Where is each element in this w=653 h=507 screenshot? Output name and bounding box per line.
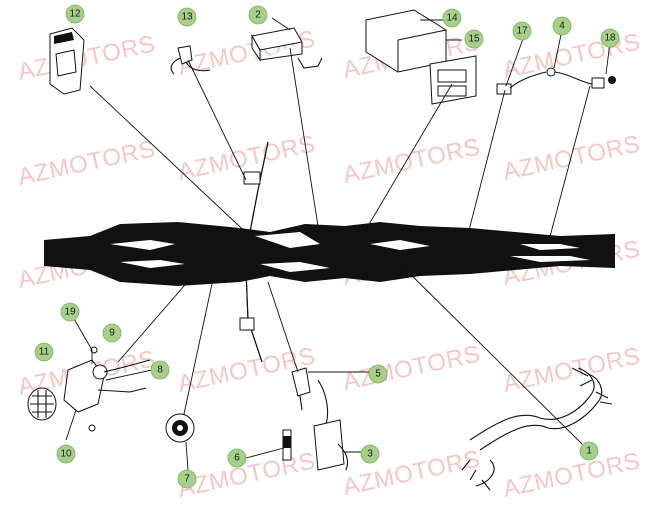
watermark: AZMOTORS [341,133,483,188]
callout-label: 5 [375,369,381,380]
callout-label: 1 [586,446,592,457]
watermark: AZMOTORS [341,340,483,395]
callout-1: 1 [579,441,599,461]
callout-label: 13 [181,12,193,23]
cdi-box [365,9,477,105]
callout-label: 15 [468,34,480,45]
callout-label: 19 [64,307,76,318]
callout-15: 15 [464,29,484,49]
callout-label: 17 [516,26,528,37]
callout-label: 11 [39,347,50,358]
callout-14: 14 [442,8,462,28]
callout-5: 5 [368,364,388,384]
callout-6: 6 [227,448,247,468]
leader-lines [65,17,611,471]
ignition-parts [282,367,349,471]
callout-label: 18 [604,33,616,44]
callout-label: 10 [60,449,72,460]
watermark: AZMOTORS [501,130,643,185]
callout-17: 17 [512,21,532,41]
callouts: 1 2 3 4 5 6 7 8 9 10 11 12 13 14 15 17 1… [34,4,620,489]
callout-18: 18 [600,28,620,48]
wiring-harness [461,367,613,491]
callout-2: 2 [248,5,268,25]
callout-label: 3 [367,449,373,460]
callout-label: 7 [184,474,190,485]
callout-7: 7 [177,469,197,489]
callout-19: 19 [60,302,80,322]
relay-unit [251,27,323,69]
small-switch [170,45,211,75]
callout-3: 3 [360,444,380,464]
callout-label: 2 [255,10,261,21]
watermark: AZMOTORS [501,447,643,502]
watermark: AZMOTORS [501,342,643,397]
callout-13: 13 [177,7,197,27]
callout-10: 10 [56,444,76,464]
sensor-lead [496,67,616,95]
callout-label: 8 [157,365,163,376]
left-switch-housing [49,27,85,95]
callout-label: 6 [234,453,240,464]
callout-label: 9 [109,328,115,339]
callout-label: 14 [446,13,458,24]
callout-8: 8 [150,360,170,380]
callout-9: 9 [102,323,122,343]
headlight-assembly [27,346,151,432]
callout-4: 4 [552,16,572,36]
watermark: AZMOTORS [16,135,158,190]
motorcycle-silhouette [44,141,615,363]
callout-11: 11 [34,342,54,362]
callout-label: 4 [559,21,565,32]
callout-12: 12 [65,4,85,24]
horn-part [165,413,195,443]
watermark: AZMOTORS [16,30,158,85]
callout-label: 12 [69,9,81,20]
watermark: AZMOTORS [176,447,318,502]
